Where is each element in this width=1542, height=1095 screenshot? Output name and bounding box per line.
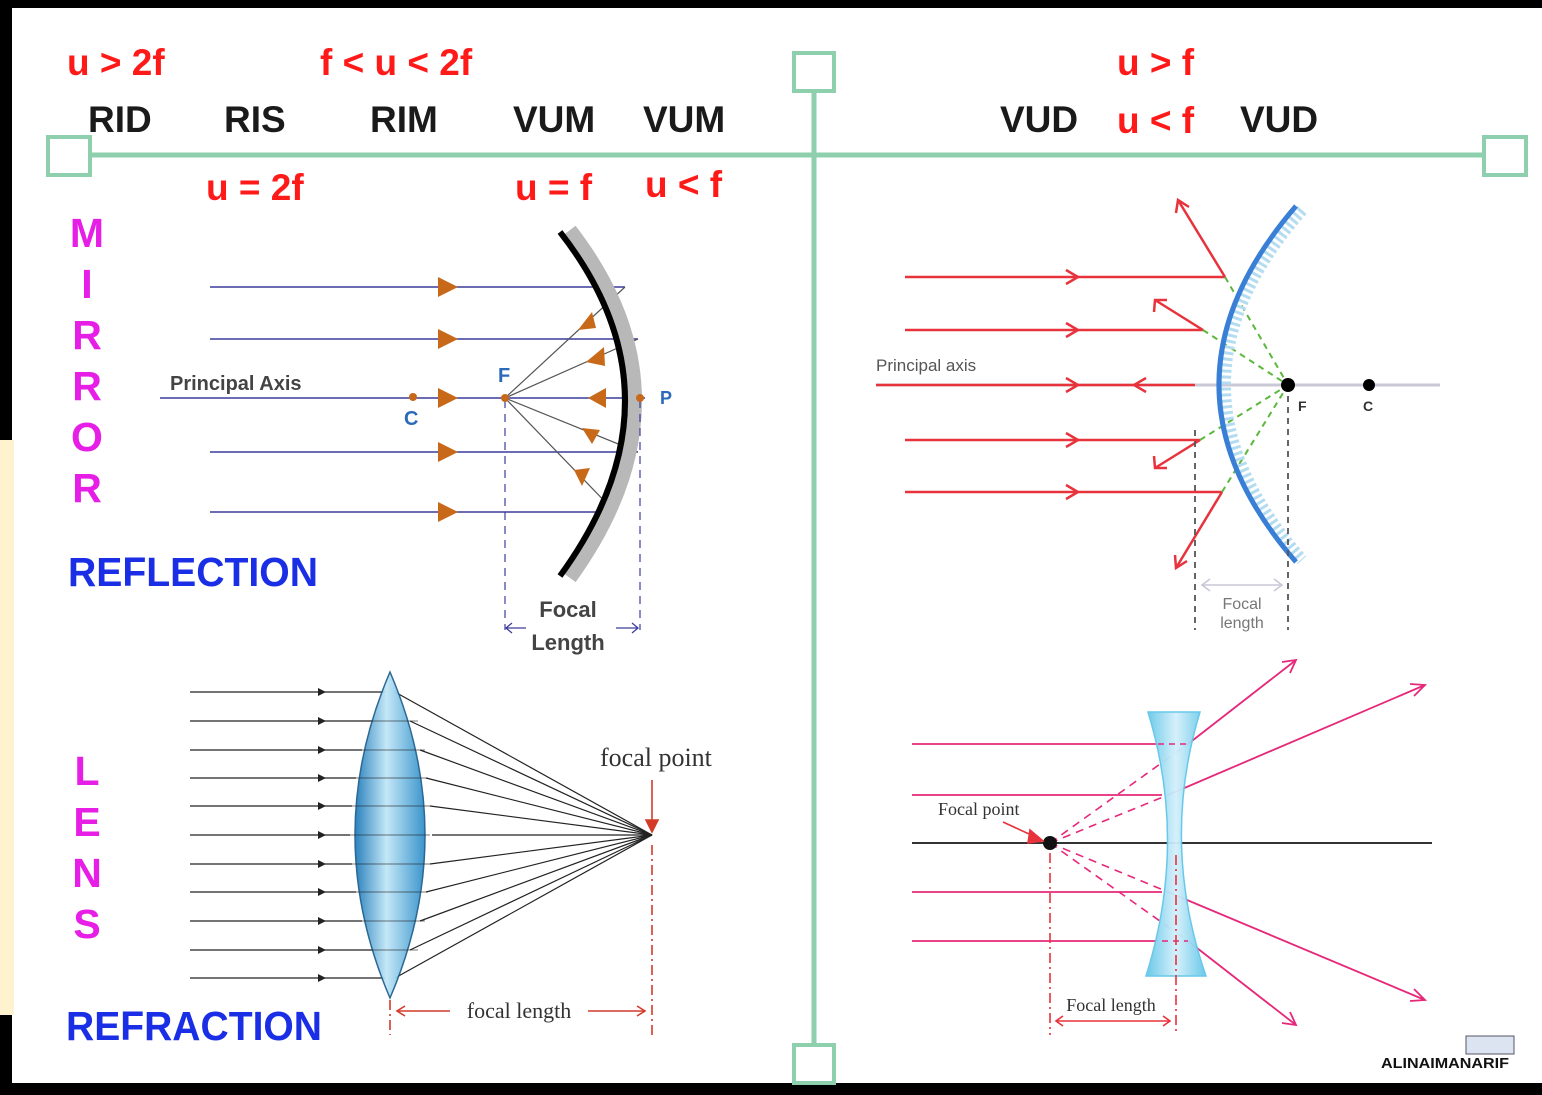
cond-u-eq-f: u = f <box>515 167 593 208</box>
cond-u-lt-f: u < f <box>645 164 723 205</box>
convex-point-f-label: F <box>1298 398 1307 414</box>
cond-u-lt-f-mid: u < f <box>1117 100 1195 141</box>
white-panel <box>12 8 1542 1083</box>
image-type-rid: RID <box>88 99 152 140</box>
divider-handle-bottom <box>792 1043 836 1085</box>
image-type-vud-1: VUD <box>1000 99 1078 140</box>
point-c-label: C <box>404 408 418 430</box>
image-type-vud-2: VUD <box>1240 99 1318 140</box>
convex-mirror-surface <box>1216 204 1298 564</box>
principal-axis-label: Principal Axis <box>170 373 302 395</box>
watermark-text: ALINAIMANARIF <box>1381 1055 1509 1072</box>
divider-handle-right <box>1482 135 1528 177</box>
mirror-letter-m: M <box>70 210 104 256</box>
focal-length-label-1: Focal <box>539 597 596 622</box>
convex-lens-focal-length-label: focal length <box>467 998 571 1023</box>
cond-u-eq-2f: u = 2f <box>206 167 304 208</box>
refraction-title: REFRACTION <box>66 1003 322 1049</box>
convex-mirror-back <box>1219 206 1307 564</box>
convex-focal-label-1: Focal <box>1222 596 1261 613</box>
convex-point-c-label: C <box>1363 398 1373 414</box>
watermark-logo: ALINAIMANARIF <box>1381 1035 1515 1072</box>
image-type-ris: RIS <box>224 99 286 140</box>
concave-mirror-diagram: Principal Axis C F P Focal Length <box>160 225 672 655</box>
mirror-letter-r1: R <box>72 312 102 358</box>
mirror-surface <box>557 230 628 578</box>
lens-letter-l: L <box>74 748 99 794</box>
concave-lens-focal-point-label: Focal point <box>938 799 1020 819</box>
concave-lens-shape <box>1144 711 1208 977</box>
cond-f-lt-u-lt-2f: f < u < 2f <box>320 42 473 83</box>
point-p-label: P <box>660 388 672 408</box>
divider-handle-left <box>46 135 92 177</box>
divider-handle-top <box>792 51 836 93</box>
point-f-label: F <box>498 365 510 387</box>
side-panel <box>0 440 14 1015</box>
lens-letter-e: E <box>73 799 100 845</box>
focal-length-label-2: Length <box>531 630 604 655</box>
concave-lens-diagram: Focal point Focal length <box>912 658 1432 1035</box>
image-type-vum-1: VUM <box>513 99 595 140</box>
lens-letter-s: S <box>73 901 100 947</box>
mirror-shade <box>564 225 642 583</box>
cond-u-gt-f: u > f <box>1117 42 1195 83</box>
lens-letter-n: N <box>72 850 102 896</box>
cond-u-gt-2f: u > 2f <box>67 42 165 83</box>
convex-mirror-diagram: Principal axis F C Focal length <box>876 197 1440 632</box>
mirror-letter-r3: R <box>72 465 102 511</box>
reflection-title: REFLECTION <box>68 549 318 595</box>
image-type-vum-2: VUM <box>643 99 725 140</box>
image-type-rim: RIM <box>370 99 438 140</box>
concave-lens-focal-length-label: Focal length <box>1066 995 1155 1015</box>
convex-lens-diagram: focal point focal length <box>190 670 713 1035</box>
mirror-letter-i: I <box>81 261 92 307</box>
convex-lens-focal-point-label: focal point <box>600 743 713 772</box>
mirror-letter-o: O <box>71 414 103 460</box>
mirror-letter-r2: R <box>72 363 102 409</box>
convex-focal-label-2: length <box>1220 615 1264 632</box>
convex-principal-axis-label: Principal axis <box>876 356 976 375</box>
